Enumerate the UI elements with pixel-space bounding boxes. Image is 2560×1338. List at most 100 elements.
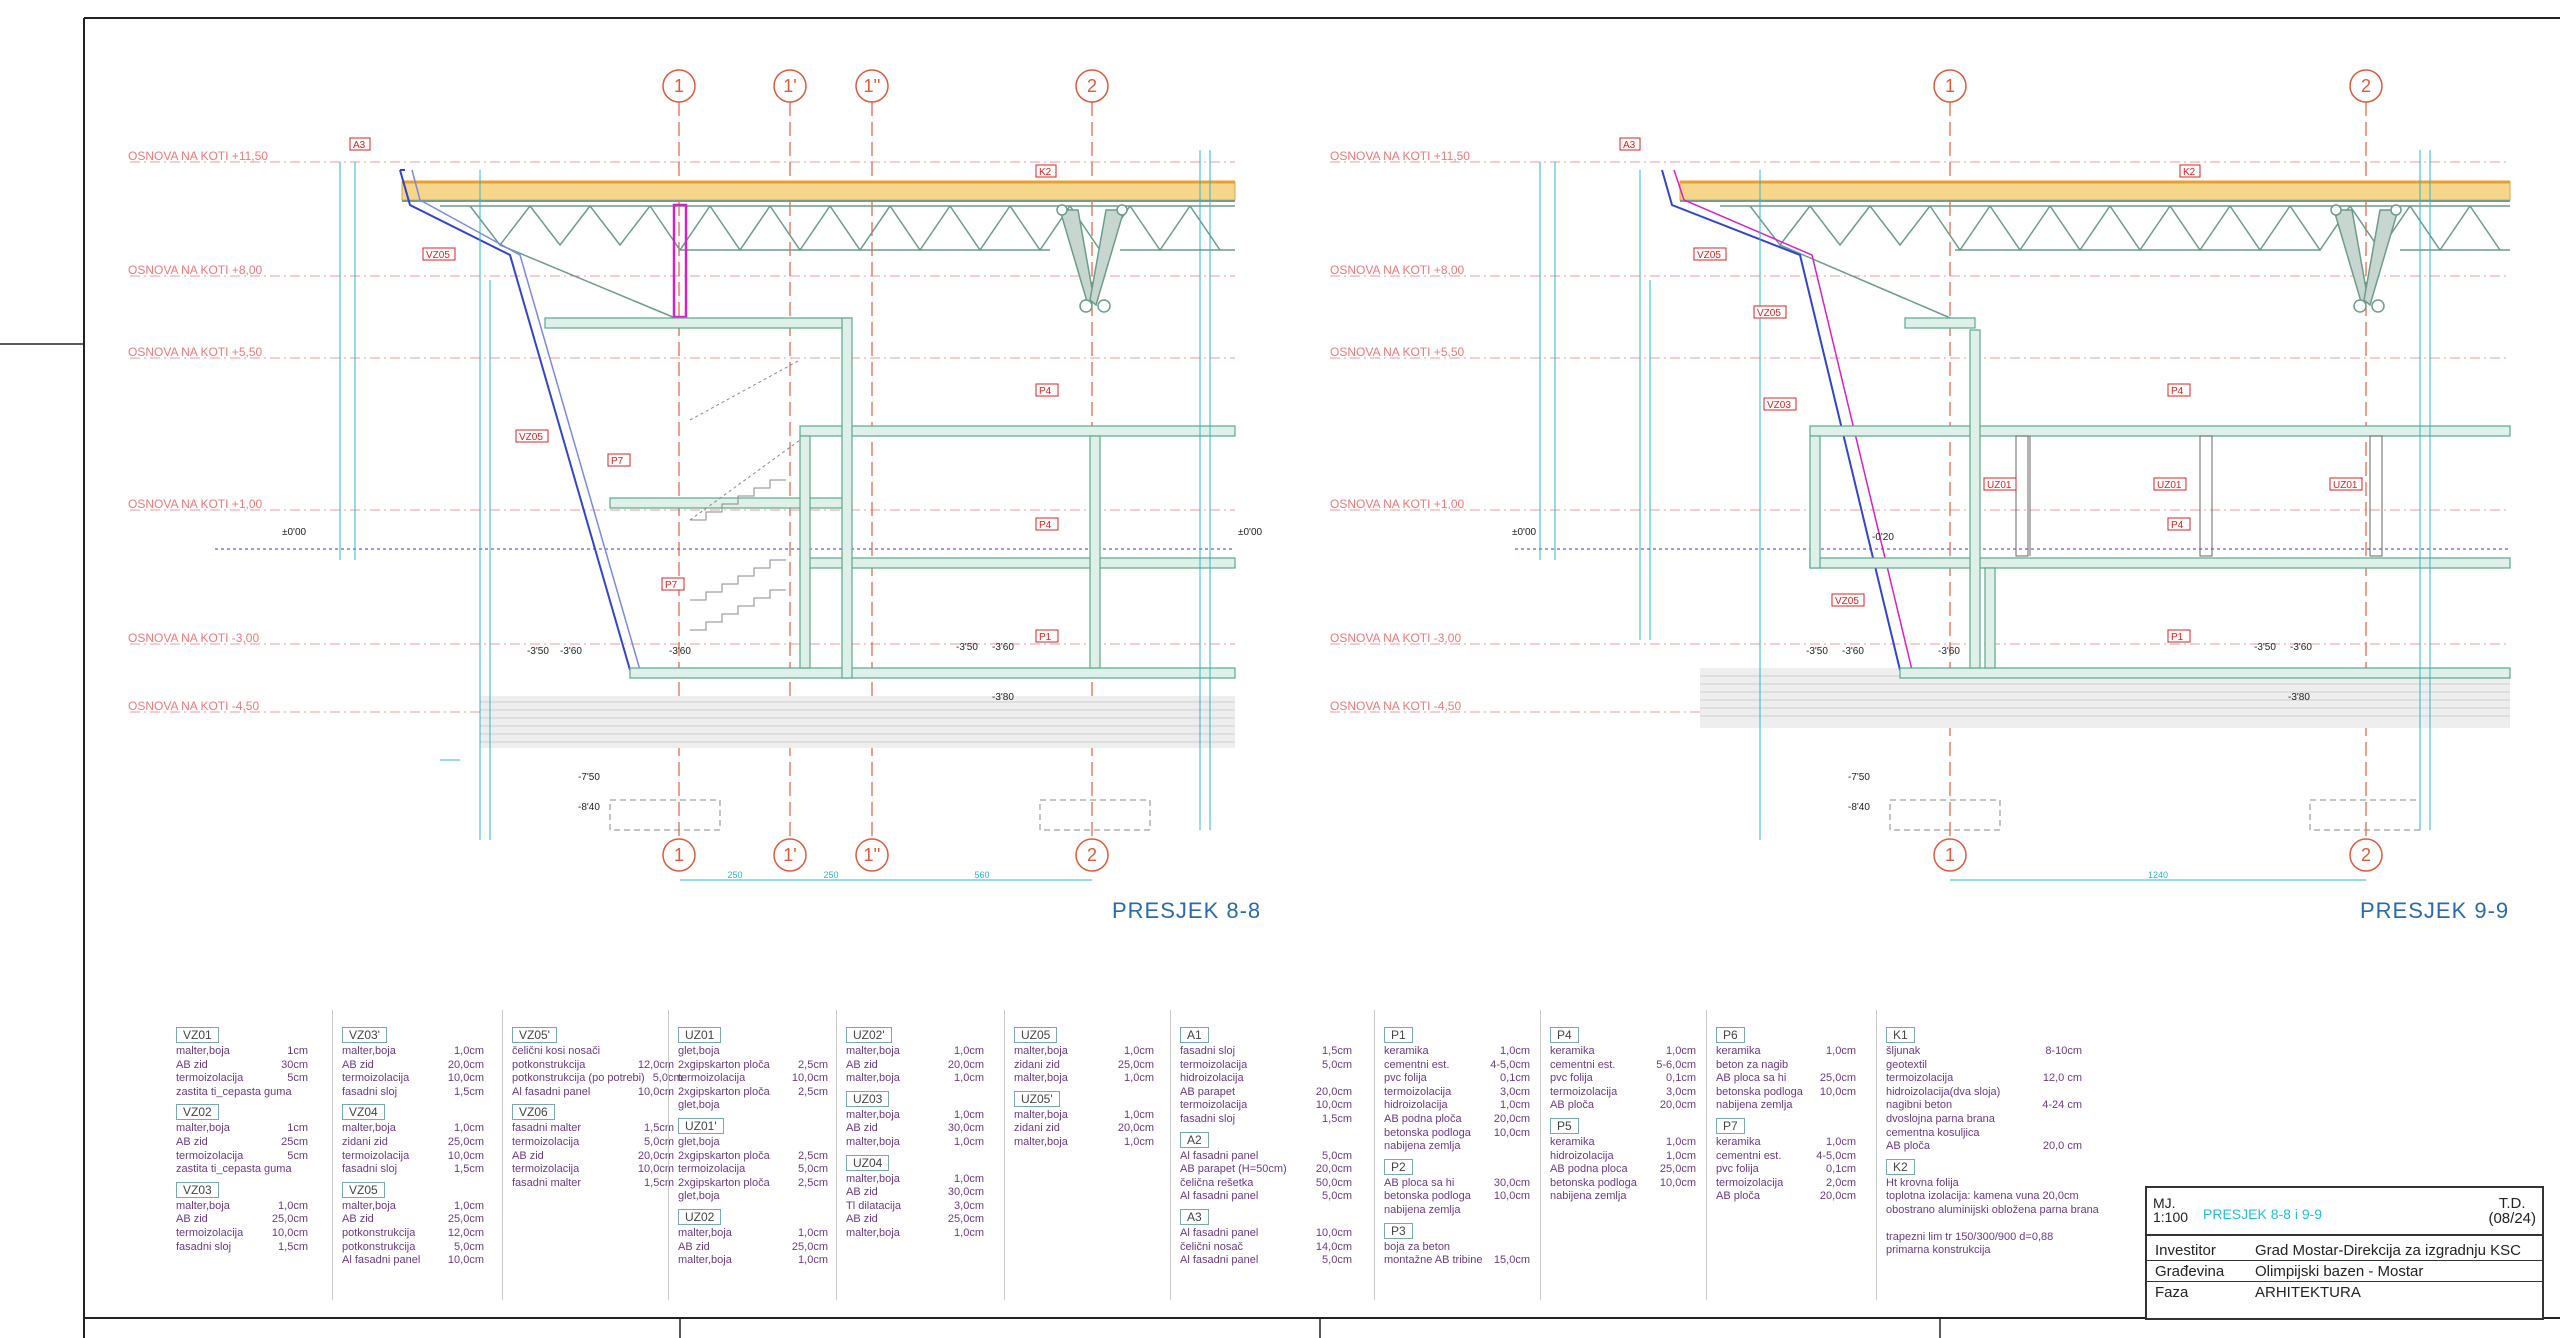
layer-name: AB zid	[176, 1058, 208, 1071]
level-label: OSNOVA NA KOTI +11,50	[128, 149, 268, 163]
axis-bubbles: 1 1' 1'' 2 1 1' 1'' 2	[662, 69, 1109, 872]
legend-code: UZ02	[678, 1208, 722, 1225]
scale-label: MJ.	[2153, 1195, 2176, 1211]
layer-thickness: 1,0cm	[954, 1072, 984, 1085]
element-tag: P7	[611, 456, 624, 467]
dimension-lines	[339, 150, 1211, 881]
layer-name: Ht krovna folija	[1886, 1176, 1959, 1189]
layer-name: AB zid	[846, 1058, 878, 1071]
support-pin	[1079, 299, 1093, 313]
legend-code: UZ05	[1014, 1027, 1058, 1043]
dimension-text: 250	[823, 870, 838, 880]
layer-name: čelična rešetka	[1180, 1176, 1254, 1189]
layer-name: zidani zid	[1014, 1058, 1060, 1071]
level-label: OSNOVA NA KOTI +8,00	[1330, 263, 1464, 277]
layer-thickness: 20,0cm	[1493, 1112, 1530, 1125]
elevation-mark: -3'60	[992, 642, 1014, 653]
layer-name: termoizolacija	[176, 1226, 244, 1239]
layer-name: malter,boja	[846, 1045, 900, 1057]
elevation-mark: -3'60	[2290, 642, 2312, 653]
drawing-title: PRESJEK 8-8 i 9-9	[2203, 1206, 2323, 1222]
legend-code: UZ01	[678, 1027, 722, 1043]
layer-name: termoizolacija	[342, 1072, 410, 1085]
layer-thickness: 1,0cm	[798, 1254, 828, 1267]
legend-code: P7	[1716, 1117, 1745, 1134]
inclined-facade	[1661, 169, 1913, 671]
legend-layer: beton za nagib	[1716, 1059, 1856, 1073]
layer-name: AB ploča	[1550, 1099, 1595, 1112]
layer-name: AB ploca sa hi	[1384, 1176, 1455, 1189]
layer-name: AB zid	[342, 1213, 374, 1226]
layer-thickness: 5,0cm	[652, 1072, 683, 1085]
roof-truss	[1720, 204, 2510, 321]
sheet-cell: T.D. (08/24)	[2488, 1196, 2536, 1226]
axis-label: 1	[674, 845, 684, 865]
layer-thickness: 25,0cm	[447, 1213, 484, 1226]
layer-name: pvc folija	[1384, 1072, 1427, 1085]
layer-thickness: 1,0cm	[454, 1122, 484, 1135]
layer-name: zidani zid	[1014, 1122, 1060, 1135]
layer-thickness: 1,0cm	[954, 1108, 984, 1121]
element-tag: UZ01	[1987, 480, 2012, 491]
layer-name: AB ploca sa hi	[1716, 1072, 1787, 1085]
layer-thickness: 1,0cm	[1666, 1045, 1696, 1057]
legend-layer: termoizolacija 5cm	[176, 1072, 308, 1086]
layer-name: malter,boja	[846, 1226, 900, 1239]
layer-name: termoizolacija	[176, 1072, 244, 1085]
layer-thickness: 12,0 cm	[2042, 1072, 2082, 1085]
legend-layer: nabijena zemlja	[1716, 1099, 1856, 1113]
legend-code: VZ01	[176, 1027, 219, 1043]
axis-label: 2	[2361, 76, 2371, 96]
legend-layer: nabijena zemlja	[1384, 1140, 1530, 1154]
layer-name: hidroizolacija	[1384, 1099, 1448, 1112]
axis-label: 1'	[783, 845, 796, 865]
layer-name: malter,boja	[846, 1072, 900, 1085]
layer-name: AB zid	[846, 1186, 878, 1199]
layer-thickness: 5cm	[287, 1072, 308, 1085]
axis-bubbles: 1 2 1 2	[1933, 69, 2383, 872]
layer-name: AB zid	[176, 1213, 208, 1226]
elevation-mark: -3'50	[956, 642, 978, 653]
layer-name: čelični kosi nosači	[512, 1045, 601, 1057]
legend-layer: geotextil	[1886, 1059, 2082, 1073]
row-key: Faza	[2155, 1283, 2189, 1301]
layer-name: keramika	[1716, 1045, 1761, 1057]
layer-thickness: 25,0cm	[947, 1213, 984, 1226]
element-tag: VZ03	[1767, 400, 1791, 411]
legend-layer: cementni est.4-5,0cm	[1716, 1150, 1856, 1164]
elevation-mark: ±0'00	[1512, 527, 1537, 538]
layer-thickness: 1,0cm	[278, 1199, 308, 1212]
elevation-marks: ±0'00 ±0'00 -3'50 -3'60 -3'60 -3'50 -3'6…	[282, 527, 1263, 813]
dimension-text: 1240	[2148, 870, 2168, 880]
layer-thickness: 2,5cm	[798, 1176, 828, 1189]
layer-name: cementni est.	[1716, 1149, 1782, 1162]
legend-code: UZ05'	[1014, 1090, 1060, 1107]
layer-thickness: 1,0cm	[798, 1226, 828, 1239]
layer-thickness: 50,0cm	[1315, 1176, 1352, 1189]
axis-label: 1	[1945, 845, 1955, 865]
elevation-mark: -7'50	[1848, 772, 1870, 783]
legend-layer: hidroizolacija(dva sloja)	[1886, 1086, 2082, 1100]
elevation-mark: -3'80	[992, 692, 1014, 703]
dimension-texts: 1240	[2148, 870, 2168, 880]
element-tag: P7	[665, 580, 678, 591]
